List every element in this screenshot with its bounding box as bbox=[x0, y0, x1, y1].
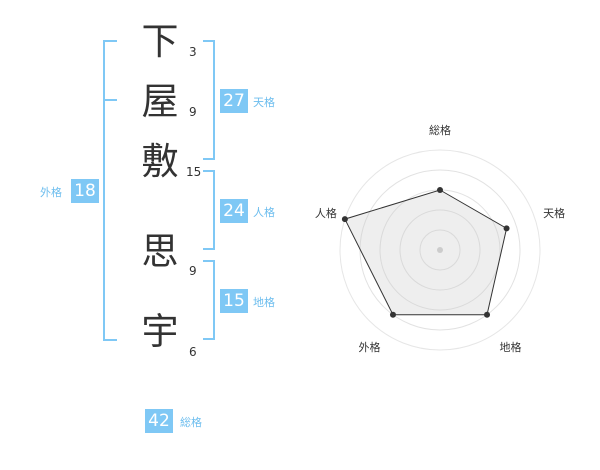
name-char-2: 屋 bbox=[141, 80, 179, 123]
radar-point-3 bbox=[484, 311, 491, 318]
name-char-5: 宇 bbox=[141, 310, 179, 353]
radar-axis-label-2: 天格 bbox=[543, 206, 565, 220]
tenkaku-value: 27 bbox=[220, 89, 248, 113]
jinkaku-value: 24 bbox=[220, 199, 248, 223]
gaikaku-value: 18 bbox=[71, 179, 99, 203]
chikaku-value: 15 bbox=[220, 289, 248, 313]
stroke-count-4: 9 bbox=[189, 264, 197, 278]
radar-center-dot bbox=[437, 247, 443, 253]
stroke-count-3: 15 bbox=[186, 165, 202, 179]
radar-outer-ring bbox=[339, 149, 541, 351]
tenkaku-bracket bbox=[203, 40, 215, 160]
name-char-1: 下 bbox=[141, 20, 179, 63]
radar-axis-label-5: 人格 bbox=[315, 206, 337, 220]
radar-point-5 bbox=[341, 216, 348, 223]
soukaku-value: 42 bbox=[145, 409, 173, 433]
stroke-count-1: 3 bbox=[189, 45, 197, 59]
radar-axis-label-4: 外格 bbox=[358, 340, 380, 354]
gaikaku-bracket bbox=[103, 40, 117, 341]
jinkaku-bracket bbox=[203, 170, 215, 250]
tenkaku-label: 天格 bbox=[253, 96, 275, 109]
chikaku-bracket bbox=[203, 260, 215, 340]
radar-axis-label-1: 総格 bbox=[429, 123, 451, 137]
name-char-4: 思 bbox=[141, 230, 179, 273]
name-char-3: 敷 bbox=[141, 140, 179, 183]
chikaku-label: 地格 bbox=[253, 296, 275, 309]
radar-point-2 bbox=[503, 225, 510, 232]
stroke-count-2: 9 bbox=[189, 105, 197, 119]
radar-series-polygon bbox=[344, 189, 508, 316]
radar-grid-ring bbox=[399, 209, 481, 291]
radar-grid-ring bbox=[419, 229, 461, 271]
gaikaku-label: 外格 bbox=[40, 186, 62, 199]
soukaku-label: 総格 bbox=[180, 416, 202, 429]
stroke-count-5: 6 bbox=[189, 345, 197, 359]
radar-point-1 bbox=[437, 187, 443, 193]
radar-point-4 bbox=[389, 311, 396, 318]
gaikaku-tick bbox=[103, 99, 117, 101]
radar-axis-label-3: 地格 bbox=[500, 340, 522, 354]
jinkaku-label: 人格 bbox=[253, 206, 275, 219]
